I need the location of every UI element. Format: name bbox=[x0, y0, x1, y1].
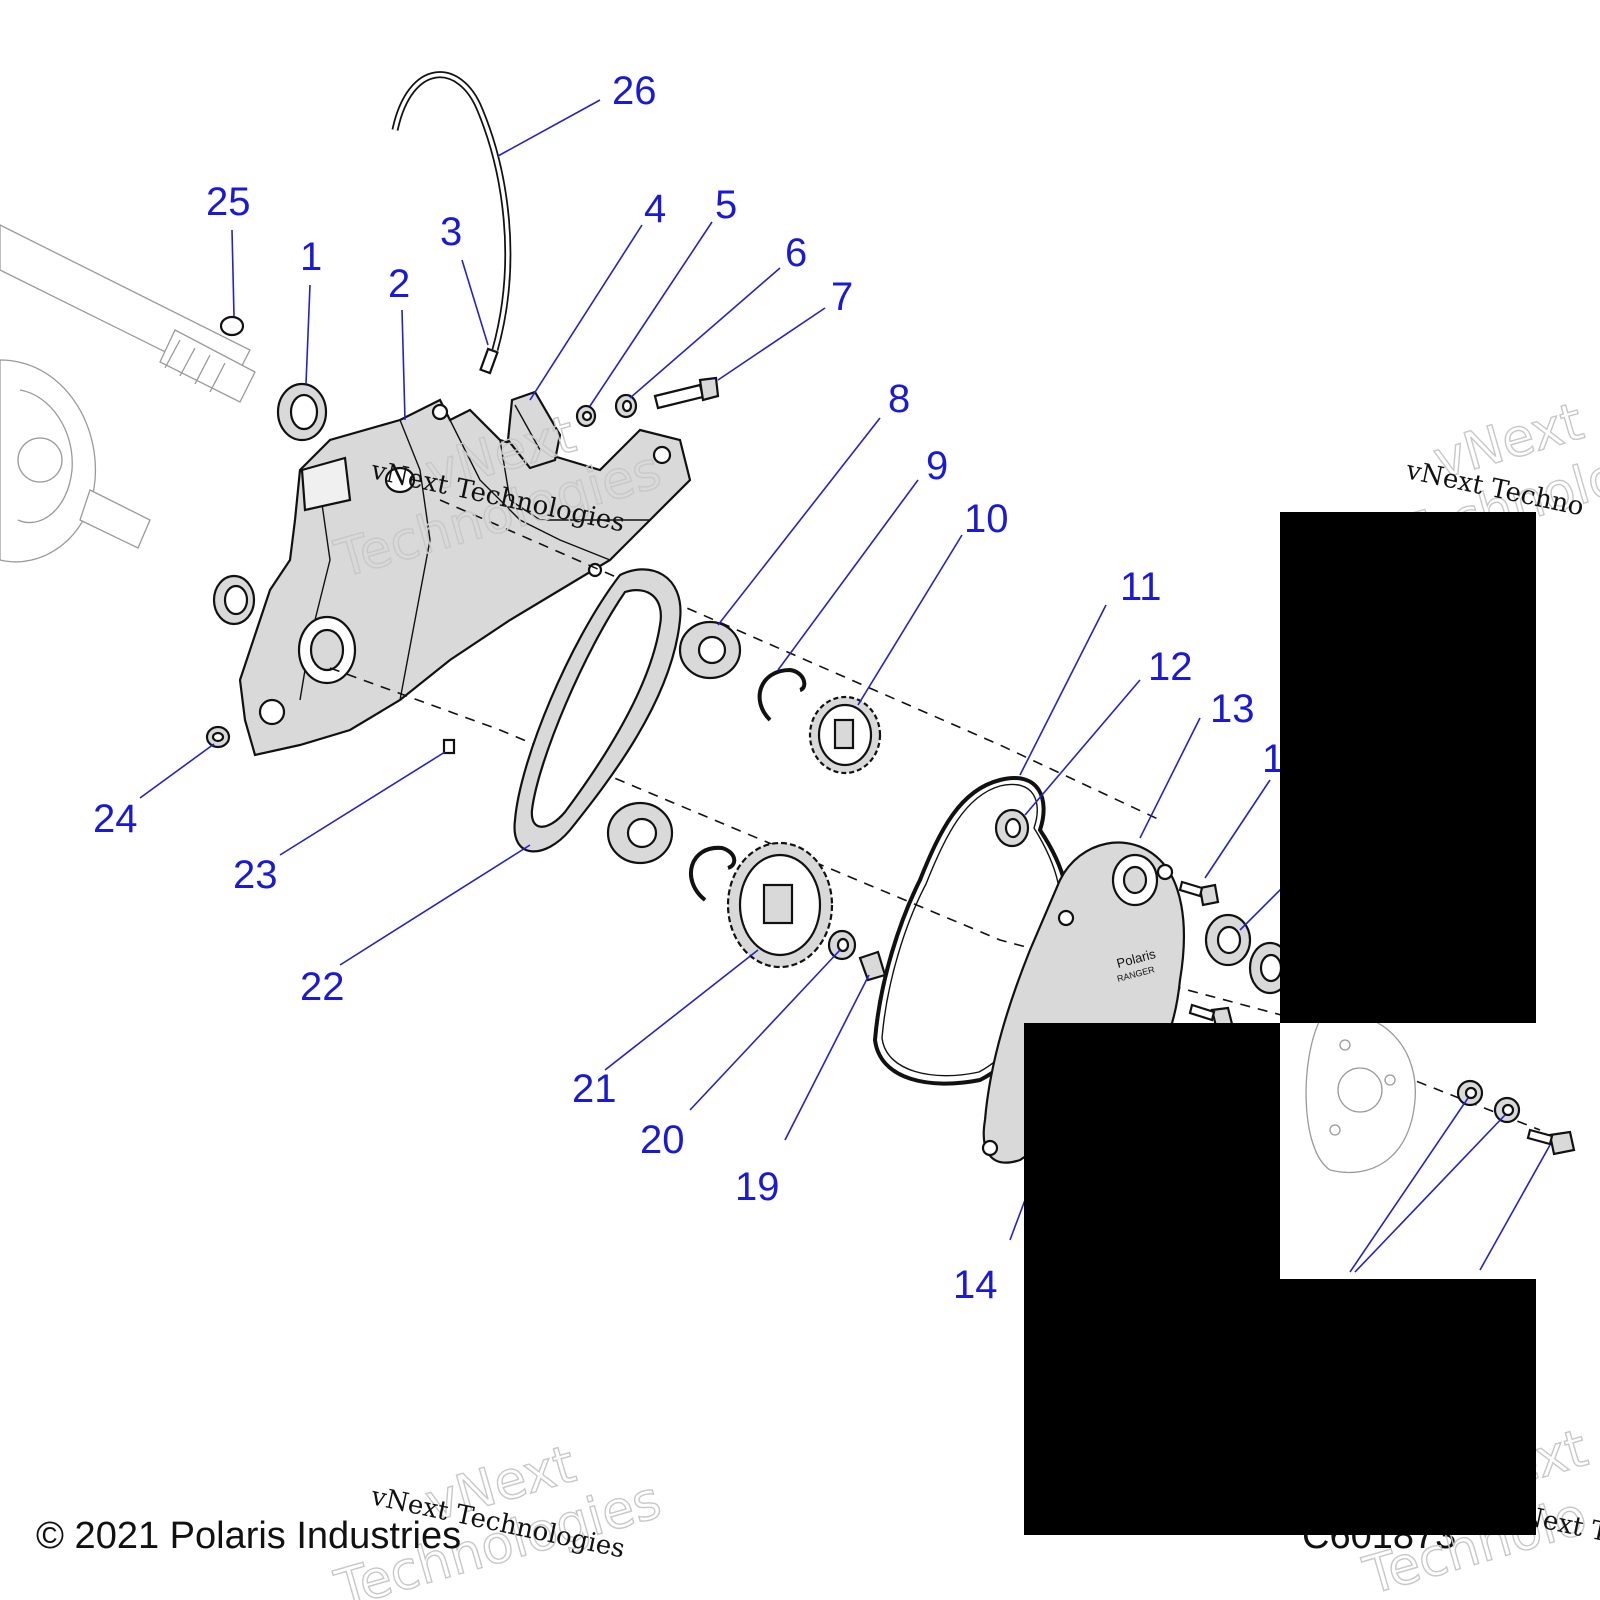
callout-4: 4 bbox=[644, 187, 666, 231]
callout-14: 14 bbox=[953, 1263, 998, 1307]
callout-2: 2 bbox=[388, 262, 410, 306]
drive-chain bbox=[513, 568, 682, 853]
bearing-lower bbox=[606, 801, 674, 865]
snap-ring-lower bbox=[688, 845, 737, 902]
brake-rotor-ghost bbox=[1305, 1014, 1416, 1174]
snap-ring-9 bbox=[757, 667, 807, 722]
seal-1 bbox=[276, 382, 328, 442]
sprocket-21 bbox=[726, 841, 834, 969]
callout-3: 3 bbox=[440, 210, 462, 254]
washer-6 bbox=[614, 393, 638, 419]
bolt-19 bbox=[858, 950, 887, 982]
nut-5 bbox=[575, 404, 597, 428]
redaction-block-lower bbox=[1280, 1279, 1536, 1535]
callout-25: 25 bbox=[206, 180, 251, 224]
callout-8: 8 bbox=[888, 377, 910, 421]
plug-24 bbox=[205, 725, 231, 749]
callout-11: 11 bbox=[1120, 565, 1162, 609]
seal-15 bbox=[1204, 913, 1252, 967]
copyright-text: © 2021 Polaris Industries bbox=[36, 1515, 461, 1557]
sprocket-10 bbox=[808, 695, 882, 775]
cover-bolt-upper bbox=[1178, 880, 1220, 907]
callout-23: 23 bbox=[233, 853, 278, 897]
callout-24: 24 bbox=[93, 797, 138, 841]
gearcase-housing bbox=[238, 398, 692, 757]
seal-12 bbox=[994, 808, 1030, 848]
leader-lines bbox=[139, 99, 1551, 1273]
callout-7: 7 bbox=[831, 275, 853, 319]
bolt-18 bbox=[1526, 1128, 1576, 1156]
callout-21: 21 bbox=[572, 1067, 617, 1111]
callout-22: 22 bbox=[300, 965, 345, 1009]
callout-1: 1 bbox=[300, 235, 322, 279]
axis-line-lower bbox=[329, 667, 1301, 1021]
callout-12: 12 bbox=[1148, 645, 1193, 689]
cover-bolt-lower bbox=[1188, 1003, 1234, 1028]
callout-15-partial: 1 bbox=[1262, 737, 1284, 781]
callout-9: 9 bbox=[926, 444, 948, 488]
bolt-7 bbox=[653, 376, 720, 410]
redaction-block-left bbox=[1024, 1023, 1280, 1535]
callout-13: 13 bbox=[1210, 687, 1255, 731]
callout-6: 6 bbox=[785, 231, 807, 275]
washer-17a bbox=[1456, 1079, 1484, 1107]
callout-26: 26 bbox=[612, 69, 657, 113]
bearing-8 bbox=[678, 620, 742, 680]
callout-5: 5 bbox=[715, 183, 737, 227]
callout-20: 20 bbox=[640, 1118, 685, 1162]
callout-labels: 26 25 1 2 3 4 5 6 7 8 9 10 11 12 13 1 14… bbox=[93, 69, 1284, 1307]
redaction-block-upper bbox=[1280, 512, 1536, 1023]
o-ring-25 bbox=[219, 315, 245, 337]
drive-shaft-ghost bbox=[0, 224, 256, 563]
washer-17b bbox=[1493, 1096, 1521, 1124]
hose-fitting bbox=[479, 347, 499, 375]
cover-gasket bbox=[872, 776, 1071, 1086]
dowel-23 bbox=[442, 738, 456, 755]
washer-20 bbox=[827, 929, 857, 961]
callout-10: 10 bbox=[964, 497, 1009, 541]
seal-lower bbox=[212, 574, 256, 626]
callout-19: 19 bbox=[735, 1165, 780, 1209]
